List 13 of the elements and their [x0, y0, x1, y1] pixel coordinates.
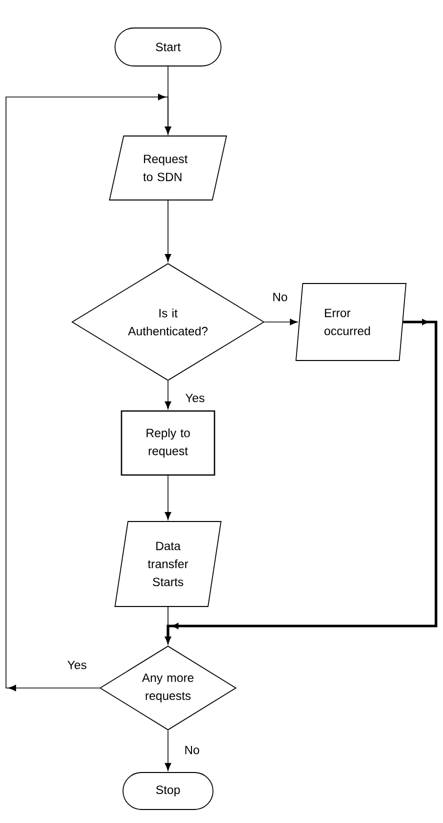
edge-label: Yes — [184, 392, 206, 404]
arrow — [165, 319, 438, 643]
arrow — [164, 475, 172, 520]
edge-label: No — [271, 292, 289, 302]
arrow — [6, 94, 172, 692]
arrow — [164, 730, 172, 771]
edge-label: Yes — [66, 660, 88, 670]
process-box: Reply to request — [120, 410, 216, 476]
arrow — [164, 200, 172, 262]
arrow — [264, 318, 298, 326]
arrow — [164, 380, 172, 410]
edge-label: No — [183, 744, 201, 756]
data-parallelogram: Error occurred — [296, 283, 406, 361]
